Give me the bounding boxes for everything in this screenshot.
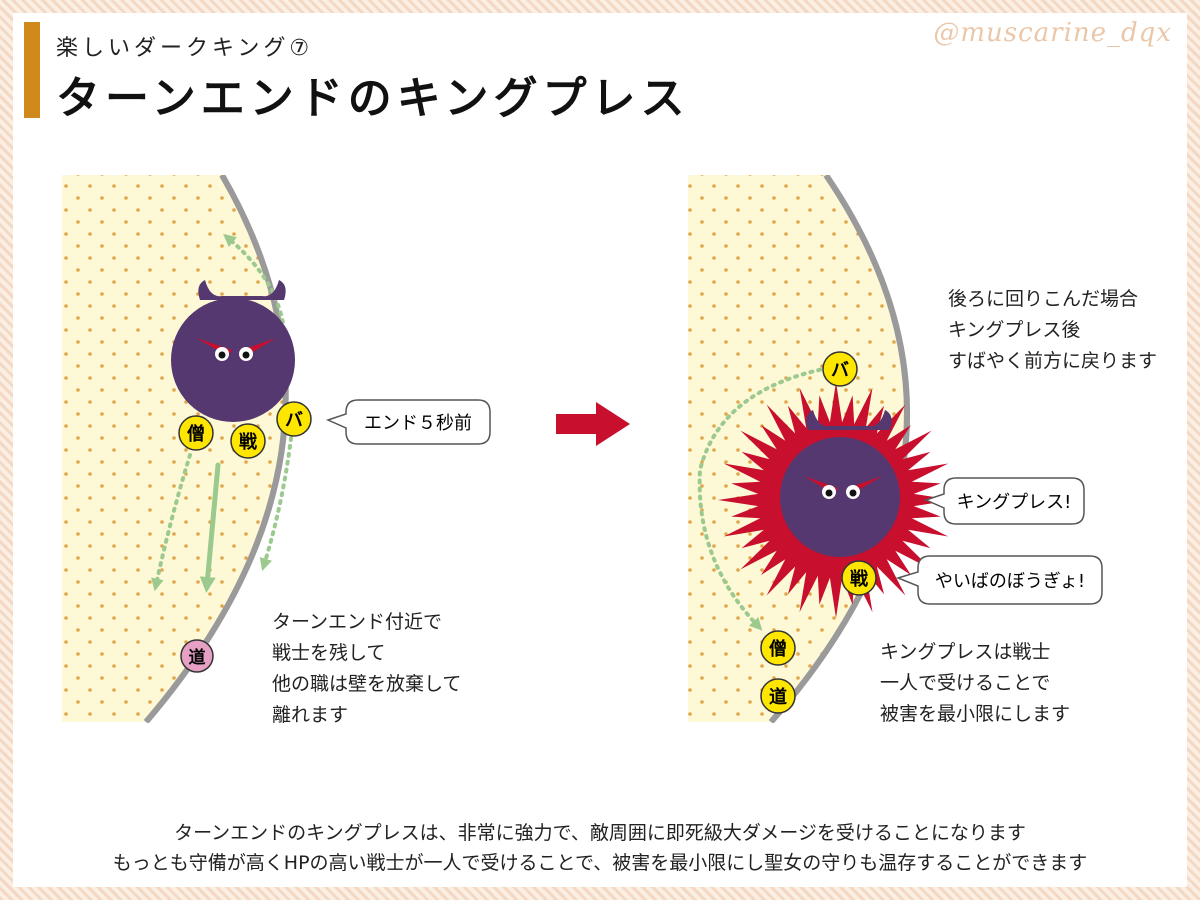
right-caption-bottom-line: 一人で受けることで	[880, 672, 1051, 694]
right-unit-battlemaster: バ	[822, 351, 858, 387]
svg-text:戦: 戦	[850, 568, 869, 590]
title-accent-bar	[24, 22, 40, 118]
left-caption-line: 他の職は壁を放棄して	[272, 673, 462, 695]
left-path-up	[223, 233, 286, 332]
left-caption-line: 戦士を残して	[272, 642, 386, 664]
page-subtitle: 楽しいダークキング⑦	[56, 36, 314, 61]
svg-text:バ: バ	[831, 360, 849, 381]
left-path-down-right	[259, 428, 294, 572]
left-unit-warrior: 戦	[230, 423, 266, 459]
left-dark-king	[171, 280, 295, 422]
svg-text:道: 道	[769, 686, 787, 708]
left-path-down-left	[151, 453, 192, 592]
right-path-return	[697, 366, 830, 631]
right-caption-top-line: 後ろに回りこんだ場合	[948, 288, 1139, 310]
right-caption-top-line: キングプレス後	[948, 319, 1081, 341]
left-caption-line: 離れます	[272, 704, 349, 726]
svg-text:僧: 僧	[769, 638, 787, 660]
warrior-bubble: やいばのぼうぎょ!	[895, 555, 1103, 605]
transition-arrow	[556, 402, 630, 446]
left-caption: ターンエンド付近で 戦士を残して 他の職は壁を放棄して 離れます	[272, 607, 461, 731]
svg-text:道: 道	[189, 647, 206, 668]
left-caption-line: ターンエンド付近で	[272, 611, 443, 633]
svg-text:やいばのぼうぎょ!: やいばのぼうぎょ!	[935, 571, 1085, 592]
left-unit-tool: 道	[180, 639, 214, 673]
right-caption-bottom-line: 被害を最小限にします	[880, 703, 1071, 725]
svg-text:僧: 僧	[187, 423, 205, 445]
right-unit-tool: 道	[760, 678, 796, 714]
page-title: ターンエンドのキングプレス	[56, 73, 690, 124]
left-unit-monk: 僧	[178, 415, 214, 451]
right-unit-monk: 僧	[760, 630, 796, 666]
svg-text:キングプレス!: キングプレス!	[957, 492, 1072, 513]
right-unit-warrior: 戦	[841, 560, 877, 596]
left-unit-battlemaster: バ	[276, 401, 312, 437]
svg-text:エンド５秒前: エンド５秒前	[364, 413, 472, 434]
right-dark-king	[780, 410, 900, 557]
right-caption-bottom: キングプレスは戦士 一人で受けることで 被害を最小限にします	[880, 637, 1070, 730]
watermark: @muscarine_dqx	[933, 18, 1172, 48]
king-press-bubble: キングプレス!	[923, 477, 1085, 525]
right-caption-top-line: すばやく前方に戻ります	[948, 350, 1158, 372]
left-speech-bubble: エンド５秒前	[325, 399, 491, 445]
right-caption-top: 後ろに回りこんだ場合 キングプレス後 すばやく前方に戻ります	[948, 284, 1157, 377]
svg-text:バ: バ	[285, 410, 303, 431]
svg-text:戦: 戦	[239, 431, 258, 453]
right-caption-bottom-line: キングプレスは戦士	[880, 641, 1051, 663]
footer-line-1: ターンエンドのキングプレスは、非常に強力で、敵周囲に即死級大ダメージを受けること…	[174, 822, 1026, 844]
footer-line-2: もっとも守備が高くHPの高い戦士が一人で受けることで、被害を最小限にし聖女の守り…	[112, 852, 1088, 874]
left-path-retreat	[199, 462, 221, 593]
